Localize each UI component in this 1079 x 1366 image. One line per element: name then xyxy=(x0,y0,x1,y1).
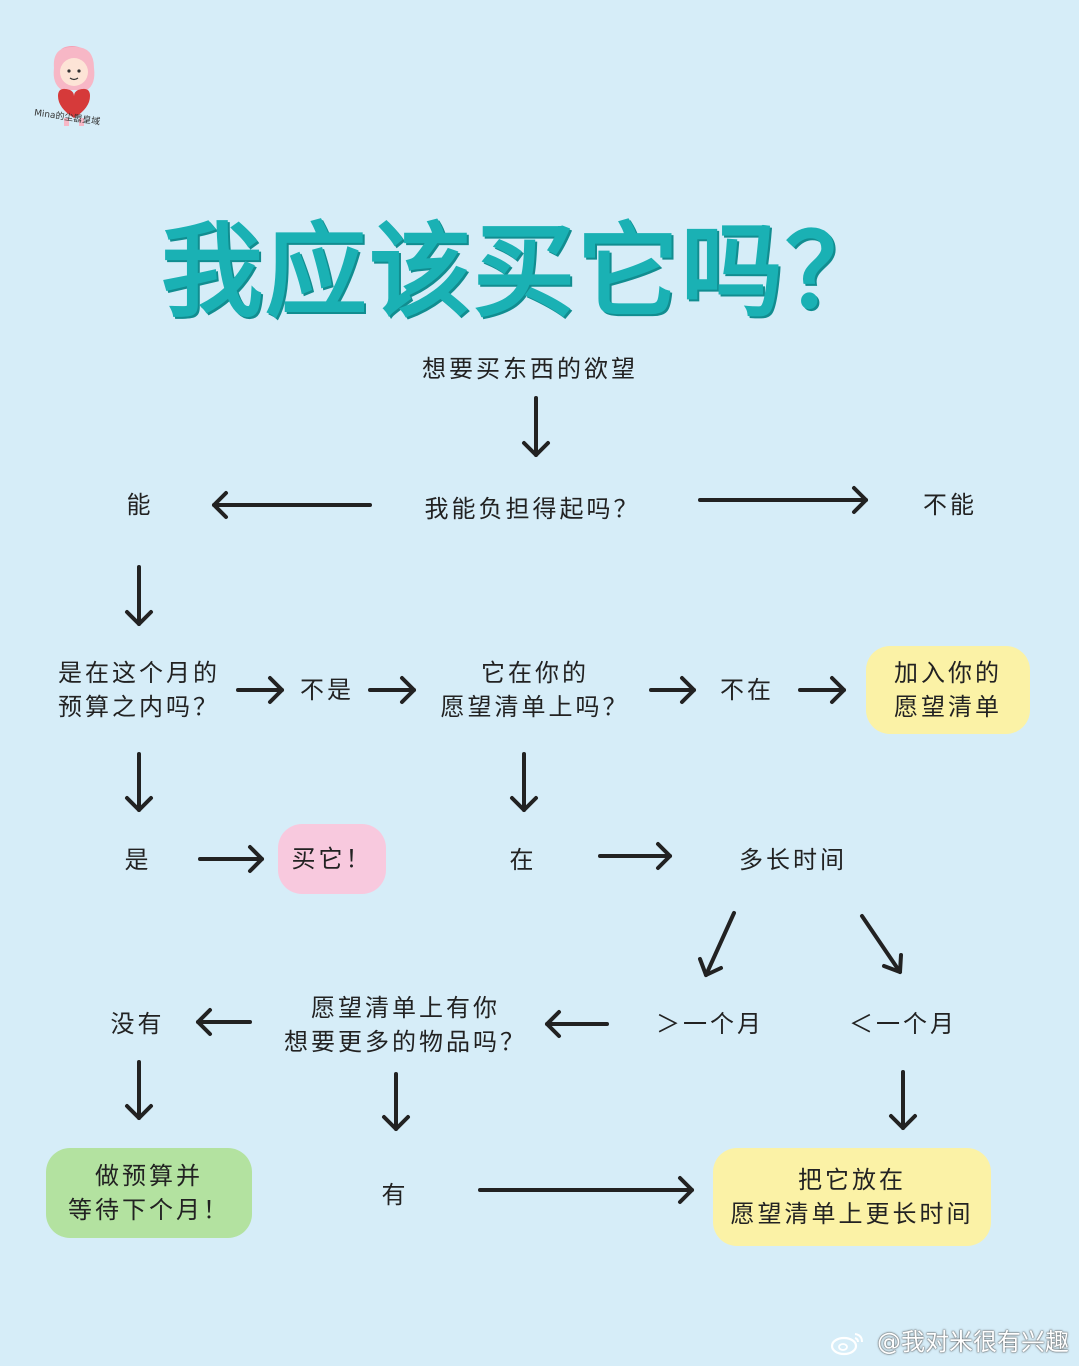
afford-question: 我能负担得起吗？ xyxy=(424,495,641,523)
watermark-text: @我对米很有兴趣 xyxy=(877,1328,1069,1356)
more-than-month-label: ＞一个月 xyxy=(656,1010,764,1038)
arrow-afford-to-can xyxy=(212,491,372,519)
keep-longer-line2: 愿望清单上更长时间 xyxy=(730,1200,974,1228)
arrow-budget-to-not-is xyxy=(236,676,284,704)
add-to-wishlist-line2: 愿望清单 xyxy=(894,693,1002,721)
watermark: @我对米很有兴趣 xyxy=(829,1322,1069,1357)
arrow-budget-to-yes xyxy=(125,752,153,812)
keep-longer-line1: 把它放在 xyxy=(798,1166,906,1194)
logo-girl-heart-icon xyxy=(53,46,95,126)
wishlist-question-line1: 它在你的 xyxy=(481,659,589,687)
arrow-none-to-budget-wait xyxy=(125,1060,153,1120)
more-items-question-line2: 想要更多的物品吗？ xyxy=(284,1028,527,1056)
arrow-can-to-budget xyxy=(125,565,153,626)
weibo-icon xyxy=(831,1333,864,1356)
budget-wait-box: 做预算并 等待下个月！ xyxy=(46,1148,252,1238)
more-items-question: 愿望清单上有你 想要更多的物品吗？ xyxy=(268,991,543,1059)
budget-question-line2: 预算之内吗？ xyxy=(58,693,220,721)
budget-question-line1: 是在这个月的 xyxy=(58,659,220,687)
arrow-more-month-to-more-items xyxy=(545,1010,609,1038)
add-to-wishlist-line1: 加入你的 xyxy=(894,659,1002,687)
less-than-month-label: ＜一个月 xyxy=(849,1010,957,1038)
arrow-not-is-to-wishlist-question xyxy=(368,676,416,704)
arrow-less-month-to-keep-longer xyxy=(889,1070,917,1130)
arrow-start-to-afford xyxy=(522,396,550,457)
cannot-label: 不能 xyxy=(923,491,977,519)
none-label: 没有 xyxy=(110,1010,165,1038)
not-in-label: 不在 xyxy=(720,676,774,704)
keep-longer-box: 把它放在 愿望清单上更长时间 xyxy=(713,1148,991,1246)
more-items-question-line1: 愿望清单上有你 xyxy=(311,994,500,1022)
can-label: 能 xyxy=(126,491,154,519)
arrow-wishlist-question-to-in xyxy=(510,752,538,812)
buy-it-box: 买它！ xyxy=(278,824,386,894)
yes-label: 是 xyxy=(124,846,152,874)
not-is-label: 不是 xyxy=(300,676,354,704)
start-node: 想要买东西的欲望 xyxy=(422,355,638,383)
arrow-more-items-to-have xyxy=(382,1072,410,1131)
budget-wait-line1: 做预算并 xyxy=(95,1162,203,1190)
wishlist-question: 它在你的 愿望清单上吗？ xyxy=(425,656,645,724)
in-label: 在 xyxy=(509,846,537,874)
budget-question: 是在这个月的 预算之内吗？ xyxy=(44,656,234,724)
wishlist-question-line2: 愿望清单上吗？ xyxy=(440,693,630,721)
arrow-have-to-keep-longer xyxy=(478,1176,694,1204)
page-title: 我应该买它吗？ xyxy=(161,213,889,332)
arrow-yes-to-buy-it xyxy=(198,845,264,873)
arrow-wishlist-question-to-not-in xyxy=(649,676,696,704)
have-label: 有 xyxy=(381,1181,409,1209)
how-long-label: 多长时间 xyxy=(739,846,847,874)
arrow-more-items-to-none xyxy=(196,1008,252,1036)
add-to-wishlist-box: 加入你的 愿望清单 xyxy=(866,646,1030,734)
arrow-how-long-to-more-month xyxy=(698,911,736,977)
arrow-not-in-to-add-wishlist xyxy=(798,676,846,704)
arrow-afford-to-cannot xyxy=(698,486,868,514)
arrow-in-to-how-long xyxy=(598,842,672,870)
budget-wait-line2: 等待下个月！ xyxy=(68,1196,230,1224)
arrow-how-long-to-less-month xyxy=(860,914,903,974)
